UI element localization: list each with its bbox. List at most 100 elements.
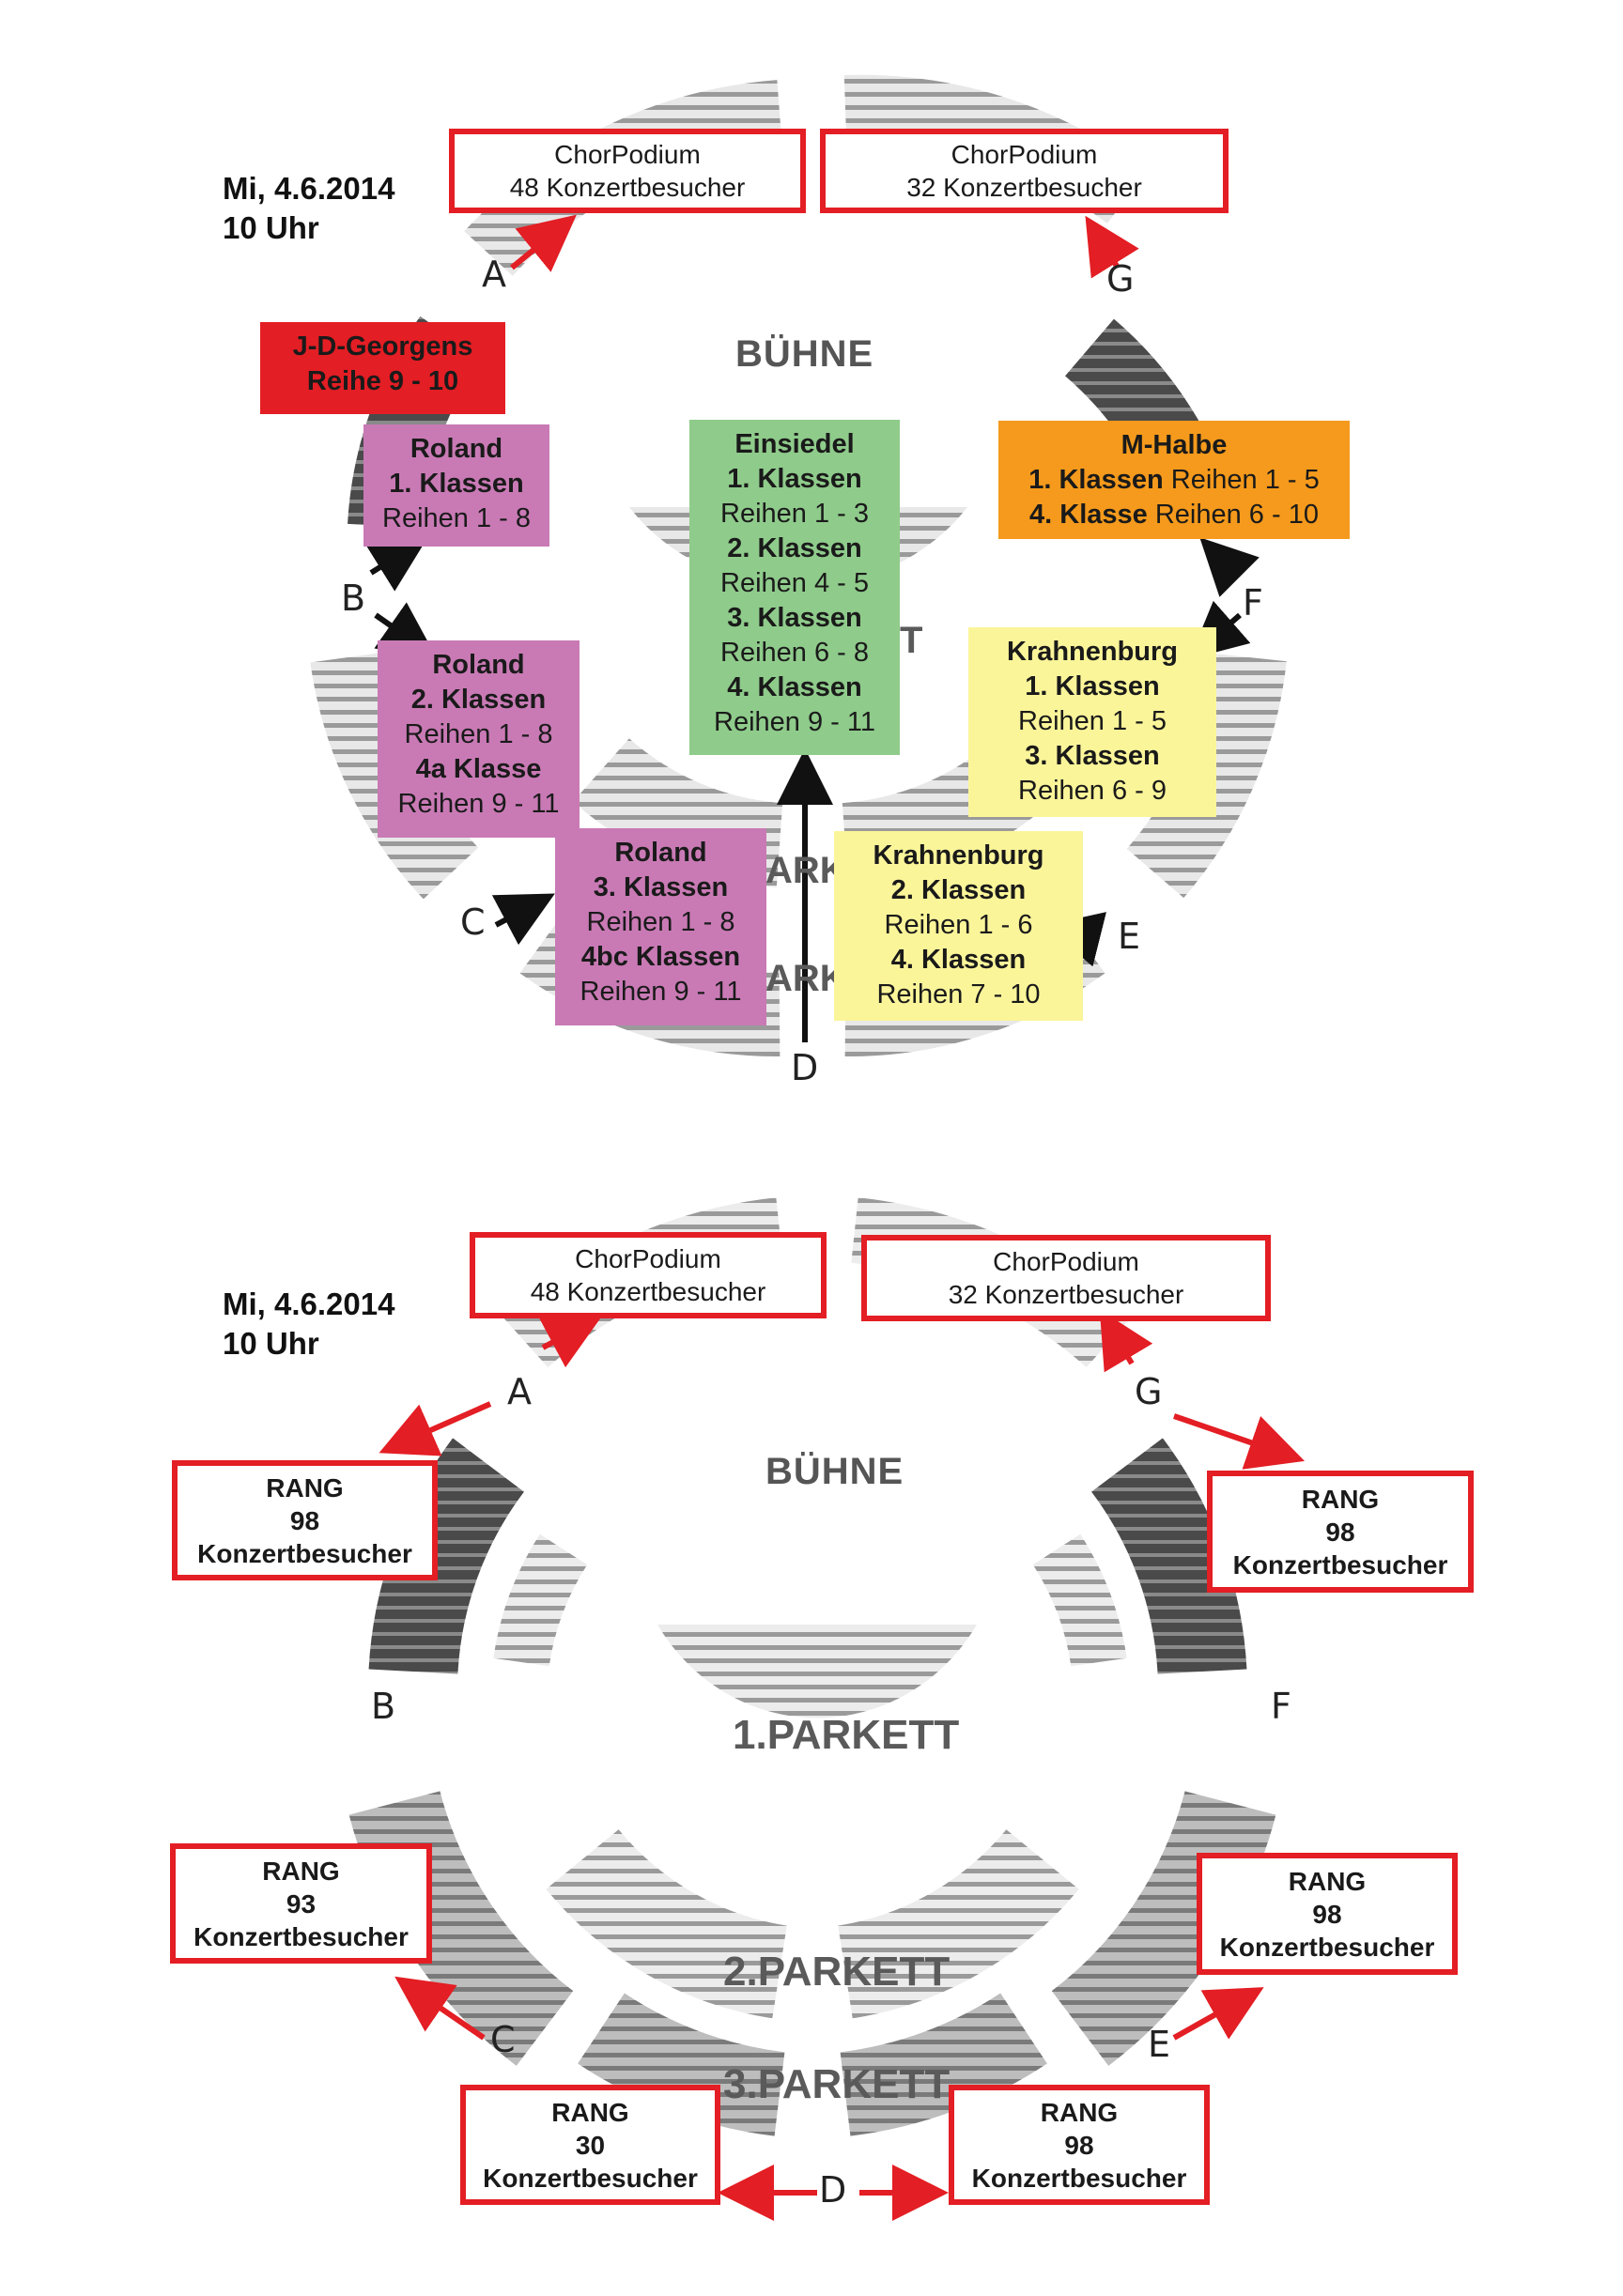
krahnenburg-2-school: Krahnenburg — [873, 840, 1044, 871]
section-letter-g: G — [1106, 258, 1135, 300]
einsiedel-box: Einsiedel 1. Klassen Reihen 1 - 3 2. Kla… — [689, 420, 900, 755]
krahnenburg-1-rows-b: Reihen 6 - 9 — [1018, 776, 1167, 806]
einsiedel-school: Einsiedel — [734, 429, 855, 459]
choir-right-title: ChorPodium — [951, 140, 1098, 169]
mhalbe-class-2: 4. Klasse — [1029, 500, 1148, 530]
krahnenburg-1-class: 1. Klassen — [1025, 671, 1160, 701]
choir-left-count: 48 Konzertbesucher — [509, 173, 746, 202]
parkett-label-partial-3: ARK — [765, 958, 847, 999]
section-letter-f-2: F — [1271, 1686, 1291, 1727]
rang-bottom-left-box: RANG 30 Konzertbesucher — [460, 2085, 720, 2205]
stage-label-2: BÜHNE — [765, 1451, 904, 1492]
krahnenburg-2-box: Krahnenburg 2. Klassen Reihen 1 - 6 4. K… — [834, 831, 1083, 1021]
mhalbe-school: M-Halbe — [1121, 430, 1228, 460]
choir-right-box: ChorPodium 32 Konzertbesucher — [820, 129, 1229, 213]
section-letter-b: B — [341, 578, 366, 619]
einsiedel-class-3: 3. Klassen — [727, 603, 862, 633]
section-letter-a: A — [482, 254, 506, 295]
roland-3-class-b: 4bc Klassen — [580, 942, 741, 972]
section-letter-c-2: C — [490, 2019, 516, 2060]
parkett-label-partial-2: ARK — [765, 850, 847, 891]
choir-left-box-2: ChorPodium 48 Konzertbesucher — [470, 1232, 827, 1318]
date-text: Mi, 4.6.2014 — [223, 171, 395, 206]
rang-mid-left-box: RANG 93 Konzertbesucher — [170, 1843, 432, 1964]
krahnenburg-2-rows: Reihen 1 - 6 — [884, 910, 1033, 940]
roland-2-class-b: 4a Klasse — [415, 754, 542, 784]
rang-bottom-left-title: RANG — [551, 2097, 629, 2127]
seat-sections-2 — [348, 1197, 1276, 2136]
krahnenburg-1-box: Krahnenburg 1. Klassen Reihen 1 - 5 3. K… — [968, 627, 1216, 817]
rang-bottom-left-unit: Konzertbesucher — [483, 2163, 698, 2193]
section-letter-e-2: E — [1148, 2024, 1171, 2065]
rang-mid-left-title: RANG — [262, 1856, 340, 1886]
choir-left-box: ChorPodium 48 Konzertbesucher — [449, 129, 806, 213]
parkett-label-3: 3.PARKETT — [723, 2061, 951, 2107]
einsiedel-rows-1: Reihen 1 - 3 — [720, 499, 869, 529]
rang-bottom-right-title: RANG — [1040, 2097, 1119, 2127]
rang-bottom-right-unit: Konzertbesucher — [971, 2163, 1187, 2193]
choir-right-count-2: 32 Konzertbesucher — [948, 1280, 1184, 1309]
roland-1-class: 1. Klassen — [389, 469, 524, 499]
mhalbe-line-2: 4. Klasse Reihen 6 - 10 — [998, 498, 1350, 532]
seating-plan-assignments: Mi, 4.6.2014 10 Uhr BÜHNE A B C D E F G … — [0, 0, 1623, 1146]
georgens-box: J-D-Georgens Reihe 9 - 10 — [260, 322, 505, 414]
parkett-center-2 — [657, 1625, 977, 1718]
rang-bottom-right-box: RANG 98 Konzertbesucher — [949, 2085, 1210, 2205]
mhalbe-class-1: 1. Klassen — [1028, 465, 1164, 495]
roland-3-class: 3. Klassen — [593, 872, 729, 902]
section-letter-c: C — [460, 901, 486, 943]
rang-top-left-unit: Konzertbesucher — [197, 1538, 412, 1568]
einsiedel-rows-3: Reihen 6 - 8 — [720, 638, 869, 668]
choir-right-count: 32 Konzertbesucher — [906, 173, 1142, 202]
roland-2-box: Roland 2. Klassen Reihen 1 - 8 4a Klasse… — [378, 640, 580, 838]
roland-3-rows: Reihen 1 - 8 — [586, 907, 735, 937]
section-letter-g-2: G — [1135, 1371, 1163, 1412]
mhalbe-rows-2: Reihen 6 - 10 — [1147, 500, 1319, 530]
einsiedel-rows-2: Reihen 4 - 5 — [720, 568, 869, 598]
section-letter-a-2: A — [507, 1371, 532, 1412]
georgens-name: J-D-Georgens — [292, 331, 473, 362]
rang-top-right-unit: Konzertbesucher — [1232, 1549, 1448, 1579]
section-letter-d: D — [791, 1047, 819, 1088]
stage-label: BÜHNE — [735, 333, 874, 375]
date-label-2: Mi, 4.6.2014 10 Uhr — [223, 1285, 394, 1364]
roland-1-rows: Reihen 1 - 8 — [382, 503, 531, 533]
krahnenburg-1-school: Krahnenburg — [1006, 637, 1179, 667]
roland-3-rows-b: Reihen 9 - 11 — [580, 977, 742, 1007]
choir-right-box-2: ChorPodium 32 Konzertbesucher — [861, 1235, 1271, 1321]
einsiedel-class-1: 1. Klassen — [727, 464, 862, 494]
krahnenburg-1-rows: Reihen 1 - 5 — [1018, 706, 1167, 736]
roland-2-rows: Reihen 1 - 8 — [404, 719, 553, 749]
section-letter-e: E — [1118, 916, 1141, 957]
seating-plan-capacities: Mi, 4.6.2014 10 Uhr BÜHNE 1.PARKETT 2.PA… — [0, 1146, 1623, 2296]
roland-2-class: 2. Klassen — [410, 685, 547, 715]
roland-1-school: Roland — [410, 434, 503, 464]
section-letter-b-2: B — [371, 1686, 396, 1727]
einsiedel-rows-4: Reihen 9 - 11 — [714, 707, 875, 737]
georgens-rows: Reihe 9 - 10 — [306, 366, 459, 396]
date-label: Mi, 4.6.2014 10 Uhr — [223, 169, 394, 248]
krahnenburg-2-class: 2. Klassen — [890, 875, 1027, 905]
parkett-label-2: 2.PARKETT — [723, 1949, 951, 1995]
rang-mid-right-unit: Konzertbesucher — [1219, 1932, 1435, 1962]
mhalbe-rows-1: Reihen 1 - 5 — [1163, 465, 1320, 495]
rang-mid-right-count: 98 — [1312, 1899, 1342, 1929]
parkett-label-1: 1.PARKETT — [733, 1712, 960, 1758]
mhalbe-box: M-Halbe 1. Klassen Reihen 1 - 5 4. Klass… — [998, 421, 1350, 539]
section-letter-d-2: D — [819, 2169, 847, 2211]
rang-top-right-box: RANG 98 Konzertbesucher — [1207, 1471, 1474, 1593]
rang-top-left-title: RANG — [266, 1472, 344, 1502]
section-letter-f: F — [1243, 582, 1263, 624]
krahnenburg-2-rows-b: Reihen 7 - 10 — [876, 979, 1041, 1009]
hall-floorplan-2 — [348, 1197, 1306, 2221]
rang-top-right-count: 98 — [1325, 1517, 1355, 1547]
einsiedel-class-4: 4. Klassen — [727, 672, 862, 702]
roland-3-box: Roland 3. Klassen Reihen 1 - 8 4bc Klass… — [555, 828, 766, 1025]
choir-left-count-2: 48 Konzertbesucher — [530, 1277, 766, 1306]
krahnenburg-1-class-b: 3. Klassen — [1025, 741, 1160, 771]
parkett-label-partial-1: T — [900, 620, 923, 661]
rang-bottom-right-count: 98 — [1064, 2130, 1094, 2160]
roland-1-box: Roland 1. Klassen Reihen 1 - 8 — [363, 424, 549, 547]
choir-left-title-2: ChorPodium — [575, 1244, 721, 1273]
rang-bottom-left-count: 30 — [575, 2130, 606, 2160]
